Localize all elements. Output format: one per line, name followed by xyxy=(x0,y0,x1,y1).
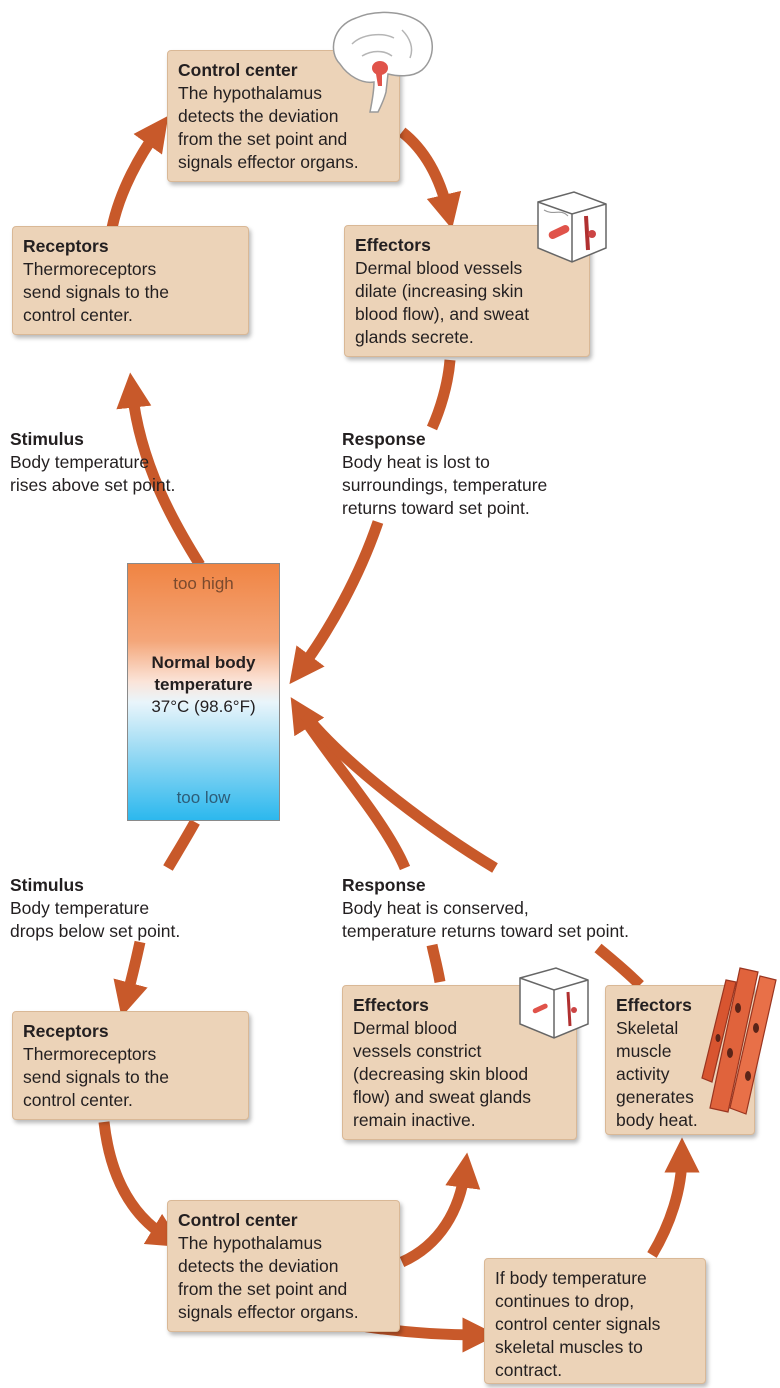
arrow-receptors-to-control-bottom xyxy=(98,1121,184,1248)
top-control-center-title: Control center xyxy=(178,60,298,80)
top-receptors-box: Receptors Thermoreceptors send signals t… xyxy=(12,226,249,335)
muscle-icon xyxy=(701,967,777,1115)
bottom-muscle-effectors-title: Effectors xyxy=(616,995,692,1015)
top-effectors-text: Dermal blood vessels dilate (increasing … xyxy=(355,258,530,347)
bottom-skin-effectors-text: Dermal blood vessels constrict (decreasi… xyxy=(353,1018,532,1130)
skin-icon xyxy=(519,967,589,1039)
normal-temperature-title: Normal body temperature xyxy=(151,653,256,694)
top-effectors-title: Effectors xyxy=(355,235,431,255)
arrow-effectors-to-response xyxy=(426,359,456,431)
temperature-gauge: too high Normal body temperature 37°C (9… xyxy=(127,563,280,821)
top-response-title: Response xyxy=(342,429,426,449)
arrow-stimulus-to-receptors-bottom xyxy=(113,940,148,1018)
bottom-stimulus-title: Stimulus xyxy=(10,875,84,895)
bottom-control-center-text: The hypothalamus detects the deviation f… xyxy=(178,1233,359,1322)
top-stimulus-title: Stimulus xyxy=(10,429,84,449)
too-high-label: too high xyxy=(173,574,234,593)
bottom-skin-effectors-title: Effectors xyxy=(353,995,429,1015)
arrow-receptors-to-control xyxy=(106,115,169,230)
bottom-muscle-effectors-text: Skeletal muscle activity generates body … xyxy=(616,1018,698,1130)
bottom-control-center-title: Control center xyxy=(178,1210,298,1230)
arrow-muscle-to-response xyxy=(594,943,644,989)
arrow-stimulus-to-receptors xyxy=(116,372,205,568)
bottom-stimulus-label: Stimulus Body temperature drops below se… xyxy=(10,874,260,943)
bottom-receptors-box: Receptors Thermoreceptors send signals t… xyxy=(12,1011,249,1120)
top-response-label: Response Body heat is lost to surroundin… xyxy=(342,428,642,520)
brain-icon xyxy=(332,11,433,113)
skin-icon xyxy=(537,191,607,263)
top-control-center-text: The hypothalamus detects the deviation f… xyxy=(178,83,359,172)
normal-temperature-value: 37°C (98.6°F) xyxy=(151,697,256,716)
bottom-receptors-title: Receptors xyxy=(23,1021,109,1041)
arrow-response-to-thermometer-bottom-2 xyxy=(300,711,498,873)
arrow-response-to-thermometer xyxy=(289,520,384,685)
arrow-control-to-skin-effectors xyxy=(399,1152,481,1268)
top-receptors-title: Receptors xyxy=(23,236,109,256)
arrow-thermometer-to-stimulus xyxy=(163,819,200,871)
arrow-continue-to-muscle xyxy=(647,1137,700,1258)
bottom-skin-effectors-box: Effectors Dermal blood vessels constrict… xyxy=(342,985,577,1140)
bottom-response-title: Response xyxy=(342,875,426,895)
too-low-label: too low xyxy=(176,788,231,807)
bottom-receptors-text: Thermoreceptors send signals to the cont… xyxy=(23,1044,169,1110)
bottom-stimulus-text: Body temperature drops below set point. xyxy=(10,898,181,941)
top-receptors-text: Thermoreceptors send signals to the cont… xyxy=(23,259,169,325)
continue-to-drop-text: If body temperature continues to drop, c… xyxy=(495,1268,661,1380)
continue-to-drop-box: If body temperature continues to drop, c… xyxy=(484,1258,706,1384)
normal-temperature-block: Normal body temperature 37°C (98.6°F) xyxy=(128,652,279,718)
bottom-response-text: Body heat is conserved, temperature retu… xyxy=(342,898,629,941)
top-stimulus-label: Stimulus Body temperature rises above se… xyxy=(10,428,250,497)
arrow-skin-effectors-to-response xyxy=(426,943,446,983)
top-response-text: Body heat is lost to surroundings, tempe… xyxy=(342,452,548,518)
arrow-control-to-effectors xyxy=(398,127,462,230)
bottom-control-center-box: Control center The hypothalamus detects … xyxy=(167,1200,400,1332)
top-stimulus-text: Body temperature rises above set point. xyxy=(10,452,176,495)
bottom-response-label: Response Body heat is conserved, tempera… xyxy=(342,874,722,943)
